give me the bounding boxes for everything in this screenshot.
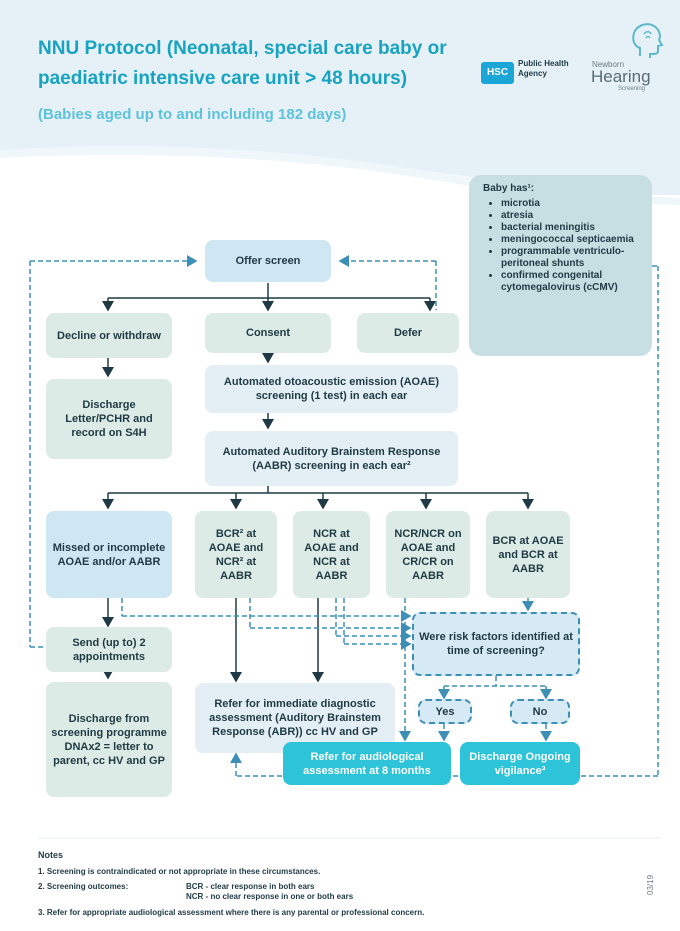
newborn-label: Newborn xyxy=(592,60,625,69)
list-item: meningococcal septicaemia xyxy=(501,234,642,246)
hsc-logo: HSC xyxy=(481,62,514,84)
public-health-agency-logo: Public Health Agency xyxy=(518,59,569,78)
head-profile-icon xyxy=(632,23,664,58)
list-item: confirmed congenital cytomegalovirus (cC… xyxy=(501,270,642,294)
offer-screen-box: Offer screen xyxy=(205,240,331,282)
hearing-label: Hearing xyxy=(591,67,651,86)
list-item: bacterial meningitis xyxy=(501,222,642,234)
page-title: NNU Protocol (Neonatal, special care bab… xyxy=(38,38,447,89)
discharge-letter-box: Discharge Letter/PCHR and record on S4H xyxy=(46,379,172,459)
ncr-ncr-outcome-box: NCR at AOAE and NCR at AABR xyxy=(293,511,370,598)
discharge-vigilance-box: Discharge Ongoing vigilance³ xyxy=(460,742,580,785)
list-item: programmable ventriculo-peritoneal shunt… xyxy=(501,246,642,270)
no-box: No xyxy=(510,699,570,724)
consent-box: Consent xyxy=(205,313,331,353)
aabr-screening-box: Automated Auditory Brainstem Response (A… xyxy=(205,431,458,486)
discharge-dna-box: Discharge from screening programme DNAx2… xyxy=(46,682,172,797)
document-code: 03/19 xyxy=(646,874,655,895)
list-item: atresia xyxy=(501,210,642,222)
note-3: 3. Refer for appropriate audiological as… xyxy=(38,908,425,917)
note-1: 1. Screening is contraindicated or not a… xyxy=(38,867,321,876)
aoae-screening-box: Automated otoacoustic emission (AOAE) sc… xyxy=(205,365,458,413)
bcr-bcr-outcome-box: BCR at AOAE and BCR at AABR xyxy=(486,511,570,598)
list-item: microtia xyxy=(501,198,642,210)
notes-heading: Notes xyxy=(38,850,64,860)
note-2-bcr: BCR - clear response in both ears xyxy=(186,882,315,891)
note-2-ncr: NCR - no clear response in one or both e… xyxy=(186,892,354,901)
yes-box: Yes xyxy=(418,699,472,724)
risk-factors-question-box: Were risk factors identified at time of … xyxy=(412,612,580,676)
note-2: 2. Screening outcomes: xyxy=(38,882,129,891)
contraindication-panel: Baby has¹: microtia atresia bacterial me… xyxy=(469,175,652,356)
screening-label: Screening xyxy=(618,86,646,92)
decline-withdraw-box: Decline or withdraw xyxy=(46,313,172,358)
refer-8-months-box: Refer for audiological assessment at 8 m… xyxy=(283,742,451,785)
refer-immediate-box: Refer for immediate diagnostic assessmen… xyxy=(195,683,395,753)
notes-section: Notes 1. Screening is contraindicated or… xyxy=(38,850,658,917)
contraindication-list: microtia atresia bacterial meningitis me… xyxy=(483,198,642,294)
ncr-cr-outcome-box: NCR/NCR on AOAE and CR/CR on AABR xyxy=(386,511,470,598)
contraindication-title: Baby has¹: xyxy=(483,183,535,194)
bcr-ncr-outcome-box: BCR² at AOAE and NCR² at AABR xyxy=(195,511,277,598)
missed-outcome-box: Missed or incomplete AOAE and/or AABR xyxy=(46,511,172,598)
page-subtitle: (Babies aged up to and including 182 day… xyxy=(38,106,347,123)
send-appointments-box: Send (up to) 2 appointments xyxy=(46,627,172,672)
defer-box: Defer xyxy=(357,313,459,353)
